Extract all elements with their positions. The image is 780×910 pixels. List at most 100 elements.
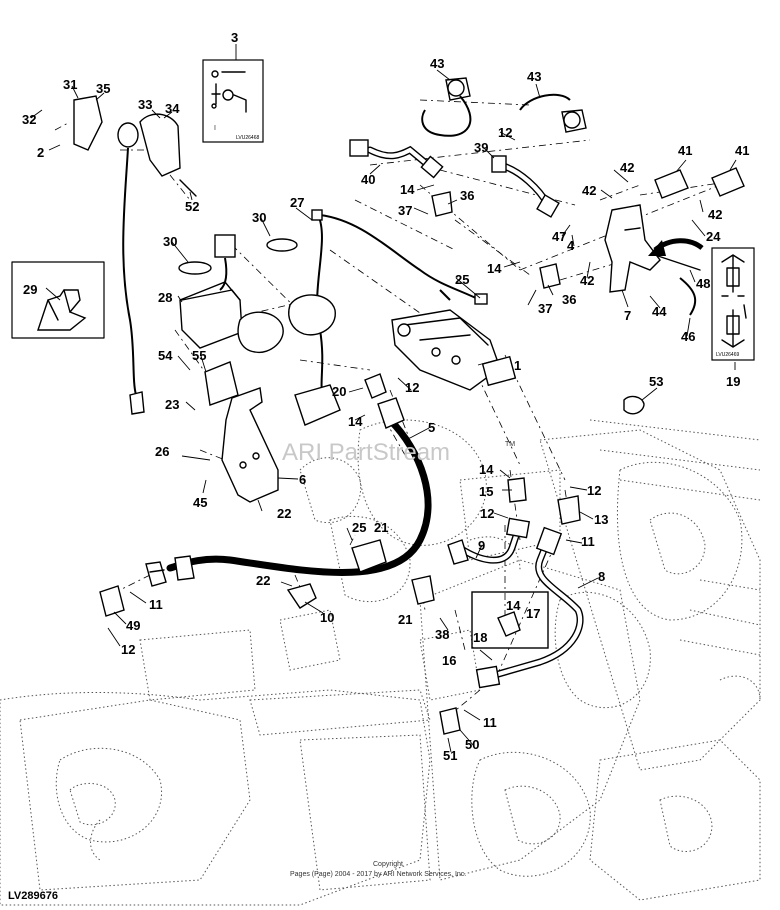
callout-labels: 1 2 3 4 5 6 7 8 9 10 11 11 11 12 12 12 1… (22, 30, 749, 763)
callout-53: 53 (649, 374, 663, 389)
callout-35: 35 (96, 81, 110, 96)
callout-10: 10 (320, 610, 334, 625)
decal-3-code: LVU26468 (236, 135, 259, 141)
callout-27: 27 (290, 195, 304, 210)
callout-30-a: 30 (163, 234, 177, 249)
callout-48: 48 (696, 276, 710, 291)
callout-25-a: 25 (455, 272, 469, 287)
callout-17: 17 (526, 606, 540, 621)
callout-8: 8 (598, 569, 605, 584)
callout-15: 15 (479, 484, 493, 499)
figure-reference-code: LV289676 (8, 890, 58, 902)
couplers-and-caps (421, 77, 745, 199)
decal-3-symbol: I (214, 125, 216, 132)
part-3-decal: I LVU26468 (202, 59, 264, 143)
callout-14-c: 14 (348, 414, 363, 429)
watermark: ARI PartStream (282, 439, 450, 466)
part-29-bracket-inset (11, 261, 105, 339)
callout-42-d: 42 (580, 273, 594, 288)
callout-11-bottom: 11 (483, 715, 497, 730)
part-19-decal: LVU26469 (711, 247, 755, 361)
callout-43-b: 43 (527, 69, 541, 84)
callout-18: 18 (473, 630, 487, 645)
callout-21-a: 21 (374, 520, 388, 535)
callout-30-b: 30 (252, 210, 266, 225)
callout-42-c: 42 (708, 207, 722, 222)
callout-24: 24 (706, 229, 721, 244)
ghost-tractor-chassis (0, 419, 761, 906)
callout-41-a: 41 (678, 143, 692, 158)
callout-50: 50 (465, 737, 479, 752)
callout-31: 31 (63, 77, 77, 92)
callout-23: 23 (165, 397, 179, 412)
callout-1: 1 (514, 358, 521, 373)
leader-lines (30, 44, 737, 753)
switch-assemblies (73, 95, 197, 415)
callout-12-a: 12 (587, 483, 601, 498)
callout-36-a: 36 (460, 188, 474, 203)
callout-52: 52 (185, 199, 199, 214)
hydraulic-tubes (349, 139, 584, 689)
callout-51: 51 (443, 748, 457, 763)
callout-34: 34 (165, 101, 180, 116)
callout-22-a: 22 (277, 506, 291, 521)
callout-12-e: 12 (498, 125, 512, 140)
callout-2: 2 (37, 145, 44, 160)
callout-11-left: 11 (149, 597, 163, 612)
callout-44: 44 (652, 304, 667, 319)
callout-43-a: 43 (430, 56, 444, 71)
callout-28: 28 (158, 290, 172, 305)
copyright-line-2: Pages (Page) 2004 - 2017 by ARI Network … (290, 871, 466, 878)
callout-25-b: 25 (352, 520, 366, 535)
callout-4: 4 (567, 238, 575, 253)
callout-20: 20 (332, 384, 346, 399)
callout-37-b: 37 (538, 301, 552, 316)
callout-42-a: 42 (582, 183, 596, 198)
callout-37-a: 37 (398, 203, 412, 218)
callout-49: 49 (126, 618, 140, 633)
callout-29: 29 (23, 282, 37, 297)
callout-40: 40 (361, 172, 375, 187)
callout-14-d: 14 (479, 462, 494, 477)
callout-14-b: 14 (487, 261, 502, 276)
callout-38: 38 (435, 627, 449, 642)
callout-45: 45 (193, 495, 207, 510)
callout-12-d: 12 (121, 642, 135, 657)
fittings (99, 191, 645, 735)
decal-19-code: LVU26469 (716, 352, 739, 358)
callout-19: 19 (726, 374, 740, 389)
callout-54: 54 (158, 348, 173, 363)
callout-7: 7 (624, 308, 631, 323)
callout-6: 6 (299, 472, 306, 487)
callout-16: 16 (442, 653, 456, 668)
part-1-control-valve (391, 309, 517, 391)
callout-36-b: 36 (562, 292, 576, 307)
callout-46: 46 (681, 329, 695, 344)
callout-32: 32 (22, 112, 36, 127)
electrical-components (178, 234, 387, 426)
callout-22-b: 22 (256, 573, 270, 588)
callout-12-c: 12 (405, 380, 419, 395)
callout-14-e: 14 (506, 598, 521, 613)
watermark-trademark: TM (505, 441, 515, 448)
callout-21-b: 21 (398, 612, 412, 627)
callout-9: 9 (478, 538, 485, 553)
inset-box-14-17-18 (471, 591, 549, 649)
callout-26: 26 (155, 444, 169, 459)
copyright-line-1: Copyright (373, 861, 403, 868)
callout-14-a: 14 (400, 182, 415, 197)
callout-11-right: 11 (581, 534, 595, 549)
callout-13: 13 (594, 512, 608, 527)
part-6-support-bracket (204, 361, 279, 503)
callout-5: 5 (428, 420, 435, 435)
callout-12-b: 12 (480, 506, 494, 521)
callout-33: 33 (138, 97, 152, 112)
callout-3: 3 (231, 30, 238, 45)
callout-55: 55 (192, 348, 206, 363)
callout-41-b: 41 (735, 143, 749, 158)
part-7-bracket (604, 204, 704, 316)
callout-42-b: 42 (620, 160, 634, 175)
callout-39: 39 (474, 140, 488, 155)
callout-47: 47 (552, 229, 566, 244)
part-5-hydraulic-hose (145, 397, 432, 587)
